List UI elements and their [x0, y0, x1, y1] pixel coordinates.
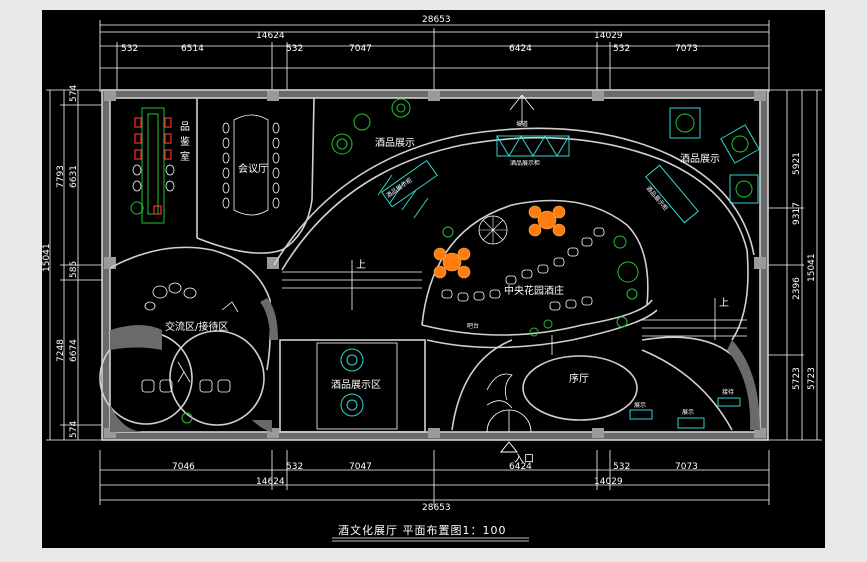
interior-walls — [99, 97, 760, 433]
dim-left-seg-3: 585 — [69, 261, 79, 278]
exhibit-area-label: 酒品展示区 — [331, 379, 381, 391]
outer-walls — [101, 89, 769, 441]
dim-right-seg-1: 9317 — [792, 202, 802, 225]
tasting-room-label-2: 鉴 — [180, 135, 190, 148]
reception-label: 接待 — [722, 388, 734, 396]
entrance: 入口 — [499, 441, 534, 465]
dim-left-total: 15041 — [42, 243, 52, 272]
top-dimensions: 28653 14624 14029 532 6514 532 7047 6424… — [99, 15, 770, 92]
dim-left-seg-0: 574 — [69, 85, 79, 102]
dim-right-seg-3: 5723 — [792, 367, 802, 390]
dim-bottom-seg-2: 7047 — [349, 462, 372, 472]
dim-top-seg-5: 532 — [613, 44, 630, 54]
plant-1 — [331, 133, 353, 155]
wine-rack-label-1: 酒品展示柜 — [510, 159, 540, 167]
wine-rack-right — [645, 164, 699, 224]
dim-left-seg-6: 574 — [69, 421, 79, 438]
stair-arrows: 上 上 — [351, 259, 729, 340]
dim-top-seg-2: 532 — [286, 44, 303, 54]
orange-flower-2 — [528, 205, 566, 237]
central-garden-label: 中央花园酒庄 — [504, 284, 564, 297]
display-case-label-2: 展示 — [682, 409, 694, 416]
display-box-3 — [729, 174, 759, 204]
drawing-canvas: 28653 14624 14029 532 6514 532 7047 6424… — [42, 10, 825, 548]
tasting-room-label-3: 室 — [180, 150, 190, 163]
reception-desk — [717, 397, 741, 407]
right-exhibit: 酒品展示 酒品展示柜 — [644, 107, 760, 224]
wine-rack-label-3: 酒品展示柜 — [644, 184, 669, 212]
dim-top-left-half: 14624 — [256, 31, 285, 41]
left-dimensions: 15041 574 7793 6631 585 7248 6674 574 — [42, 85, 102, 441]
wine-rack-left — [381, 159, 438, 208]
entrance-label: 入口 — [514, 454, 534, 465]
tasting-room-furniture: 品 鉴 室 — [130, 107, 190, 224]
hall-label: 序厅 — [569, 372, 589, 385]
display-case-2 — [677, 417, 705, 429]
dim-top-total: 28653 — [422, 15, 451, 25]
orange-flower-1 — [433, 247, 471, 279]
drawing-title: 酒文化展厅 平面布置图1：100 — [332, 523, 529, 542]
garden-seats — [441, 227, 605, 311]
bar-label: 吧台 — [467, 322, 479, 330]
dim-top-seg-0: 532 — [121, 44, 138, 54]
dim-right-seg-4: 5723 — [807, 367, 817, 390]
dim-bottom-seg-0: 7046 — [172, 462, 195, 472]
dim-top-seg-4: 6424 — [509, 44, 532, 54]
meeting-chairs — [222, 122, 280, 209]
lounge-furniture: 交流区/接待区 — [141, 282, 239, 424]
hall-area: 序厅 展示 展示 接待 — [486, 335, 741, 429]
tree-icon — [478, 215, 508, 245]
exhibit-top-label: 酒品展示 — [375, 137, 415, 149]
dim-right-total: 15041 — [807, 253, 817, 282]
dim-right-seg-2: 2396 — [792, 277, 802, 300]
dim-bottom-seg-1: 532 — [286, 462, 303, 472]
up-arrow-label-1: 上 — [356, 259, 366, 271]
display-box-2 — [720, 124, 760, 164]
slope-label: 坡道 — [516, 120, 528, 128]
dim-left-seg-4: 7248 — [56, 339, 66, 362]
tasting-table — [141, 107, 165, 224]
red-chairs-left — [134, 117, 172, 215]
dim-left-seg-5: 6674 — [69, 339, 79, 362]
meeting-room-label: 会议厅 — [238, 162, 268, 175]
exhibit-right-label: 酒品展示 — [680, 153, 720, 165]
lounge-sofas — [141, 361, 231, 393]
dim-bottom-left-half: 14624 — [256, 477, 285, 487]
up-arrow-label-2: 上 — [719, 297, 729, 309]
drawing-title-text: 酒文化展厅 平面布置图1：100 — [338, 523, 507, 537]
tasting-room-label-1: 品 — [180, 121, 190, 133]
dim-bottom-seg-4: 532 — [613, 462, 630, 472]
floor-plan-svg: 28653 14624 14029 532 6514 532 7047 6424… — [42, 15, 822, 542]
exhibit-center: 酒品展示区 — [316, 342, 398, 430]
dim-right-seg-0: 5921 — [792, 152, 802, 175]
dim-top-right-half: 14029 — [594, 31, 623, 41]
dim-left-seg-2: 6631 — [69, 165, 79, 188]
lounge-label: 交流区/接待区 — [165, 320, 228, 333]
meeting-room-furniture: 会议厅 — [222, 114, 280, 216]
dim-left-seg-1: 7793 — [56, 165, 66, 188]
display-box-1 — [669, 107, 701, 139]
dim-top-seg-3: 7047 — [349, 44, 372, 54]
entrance-arrow-icon — [499, 441, 519, 453]
dim-top-seg-1: 6514 — [181, 44, 204, 54]
dim-bottom-seg-3: 6424 — [509, 462, 532, 472]
dim-bottom-right-half: 14029 — [594, 477, 623, 487]
bottom-dimensions: 7046 532 7047 6424 532 7073 14624 14029 … — [99, 450, 770, 513]
dim-top-seg-6: 7073 — [675, 44, 698, 54]
display-case-1 — [629, 409, 653, 420]
central-garden: 中央花园酒庄 吧台 — [433, 205, 639, 337]
dim-bottom-total: 28653 — [422, 503, 451, 513]
dim-bottom-seg-5: 7073 — [675, 462, 698, 472]
right-dimensions: 5921 9317 2396 5723 5723 15041 — [767, 89, 822, 441]
top-exhibit: 酒品展示 酒品展示柜 坡道 酒品展示柜 — [331, 94, 570, 219]
display-case-label-1: 展示 — [634, 402, 646, 409]
